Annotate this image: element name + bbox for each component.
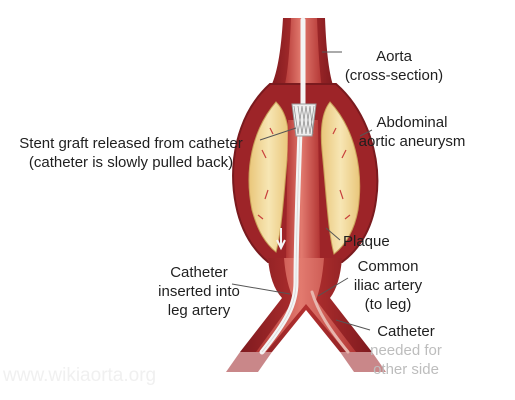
leader-plaque (325, 227, 341, 241)
label-catheter-leg: Catheter inserted into leg artery (145, 263, 253, 320)
leader-aneurysm (359, 129, 373, 137)
plaque-right (320, 101, 361, 255)
label-stent-graft: Stent graft released from catheter (cath… (0, 134, 262, 172)
catheter-main-outline (261, 129, 301, 353)
label-common-iliac-line1: Common (357, 258, 419, 275)
pull-direction-arrow (276, 228, 286, 251)
label-catheter-leg-line2: inserted into (158, 283, 240, 300)
stent-graft-crown (291, 103, 317, 137)
watermark: www.wikiaorta.org (3, 365, 157, 386)
plaque-right-speckle (332, 127, 351, 220)
stent-graft-body (286, 120, 320, 262)
label-plaque: Plaque (343, 232, 390, 251)
iliac-right-branch (340, 352, 386, 372)
aorta-lower-wall (240, 258, 372, 352)
label-aneurysm-line1: Abdominal (376, 114, 448, 131)
label-plaque-text: Plaque (343, 233, 390, 250)
label-catheter-other-line3: other side (373, 361, 439, 378)
label-stent-graft-line1: Stent graft released from catheter (19, 135, 243, 152)
leader-catheter-other (335, 319, 371, 331)
label-catheter-other: Catheter needed for other side (358, 322, 454, 379)
catheter-other-side (310, 290, 350, 354)
label-common-iliac-line3: (to leg) (364, 296, 412, 313)
label-catheter-other-line1: Catheter (377, 323, 435, 340)
label-catheter-other-line2: needed for (370, 342, 442, 359)
label-aorta-line2: (cross-section) (344, 67, 444, 84)
label-aorta: Aorta (cross-section) (338, 47, 450, 85)
label-common-iliac-line2: iliac artery (353, 277, 423, 294)
label-common-iliac: Common iliac artery (to leg) (336, 257, 440, 314)
label-stent-graft-line2: (catheter is slowly pulled back) (28, 154, 234, 171)
label-aorta-line1: Aorta (376, 48, 412, 65)
label-catheter-leg-line1: Catheter (170, 264, 228, 281)
label-aneurysm: Abdominal aortic aneurysm (348, 113, 476, 151)
plaque-left-speckle (257, 127, 274, 220)
leader-lines (231, 51, 373, 331)
leader-common-iliac (317, 277, 349, 297)
label-aneurysm-line2: aortic aneurysm (358, 133, 466, 150)
leader-catheter-leg (231, 283, 291, 295)
leader-stent (259, 127, 297, 141)
iliac-left-branch (226, 352, 272, 372)
label-catheter-leg-line3: leg artery (167, 302, 231, 319)
